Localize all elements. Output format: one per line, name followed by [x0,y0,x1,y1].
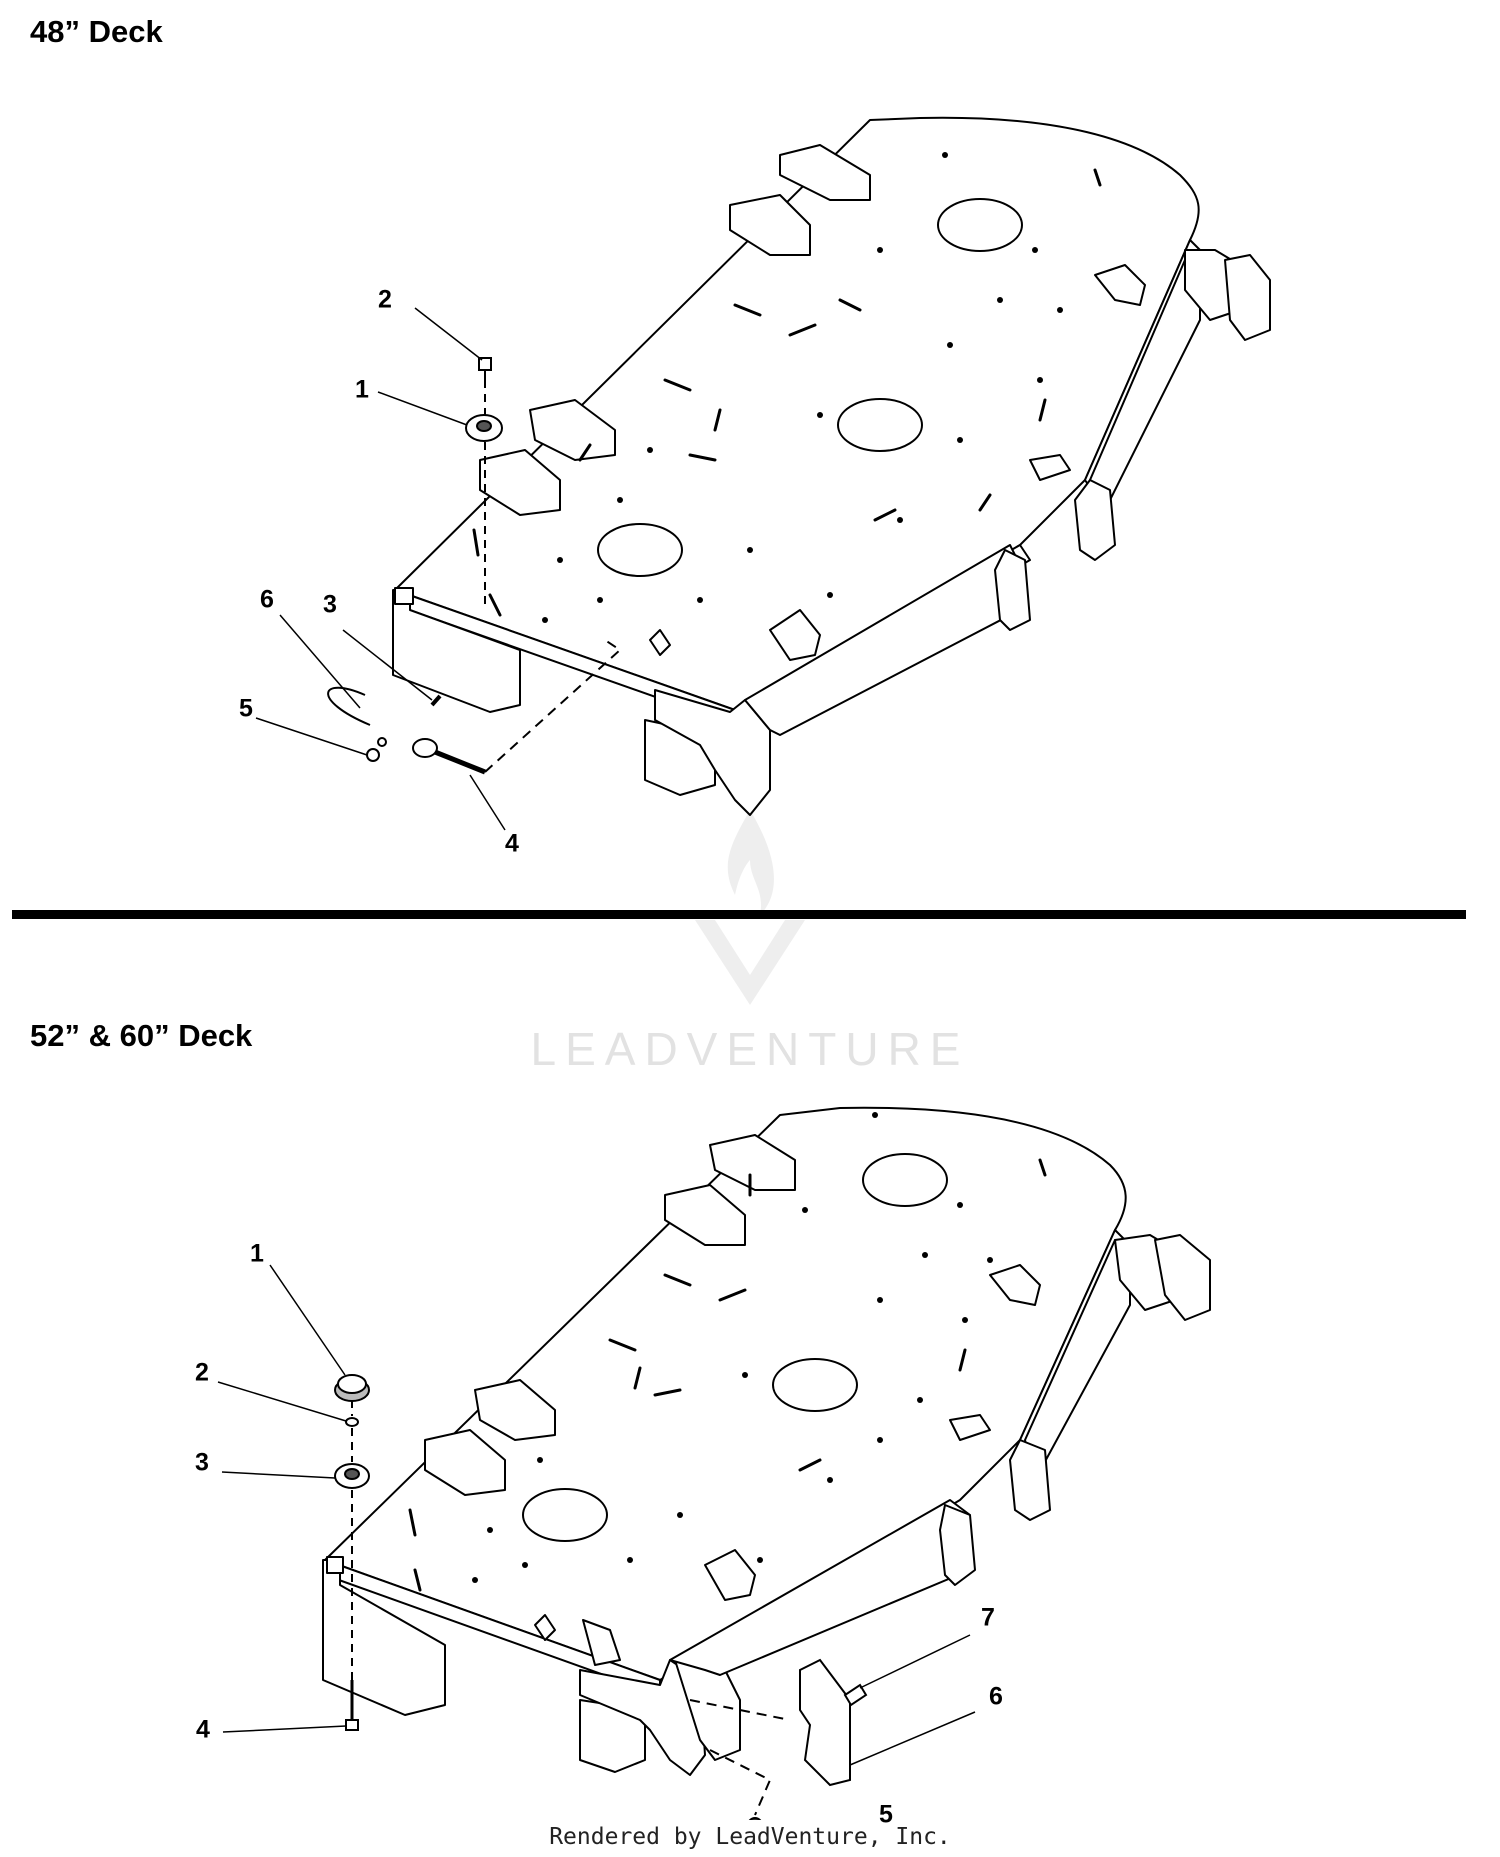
callout-52-60-item-6: 6 [989,1682,1003,1711]
callout-52-60-item-1: 1 [250,1239,264,1268]
deck-bracket-item-6 [799,1658,851,1787]
leadventure-logo-icon [695,810,805,1005]
deck-plate-48 [394,116,1200,711]
rendered-by-footer: Rendered by LeadVenture, Inc. [549,1824,951,1850]
callout-52-60-item-4: 4 [196,1715,210,1744]
callout-52-60-item-3: 3 [195,1448,209,1477]
watermark-text: LEADVENTURE [530,1023,970,1075]
callout-52-60-item-5: 5 [879,1800,893,1829]
callout-52-60-item-2: 2 [195,1358,209,1387]
section-title-48-deck: 48” Deck [30,14,163,49]
callout-48-item-2: 2 [378,285,392,314]
section-divider [12,910,1466,919]
callout-48-item-5: 5 [239,694,253,723]
callout-48-item-3: 3 [323,590,337,619]
deck-drawing-52-60 [217,1106,1211,1820]
callout-52-60-item-7: 7 [981,1603,995,1632]
callout-48-item-4: 4 [505,829,519,858]
deck-drawing-48 [255,116,1271,831]
callout-48-item-6: 6 [260,585,274,614]
deck-plate-52-60 [324,1106,1127,1681]
callout-48-item-1: 1 [355,375,369,404]
section-title-52-60-deck: 52” & 60” Deck [30,1018,253,1053]
